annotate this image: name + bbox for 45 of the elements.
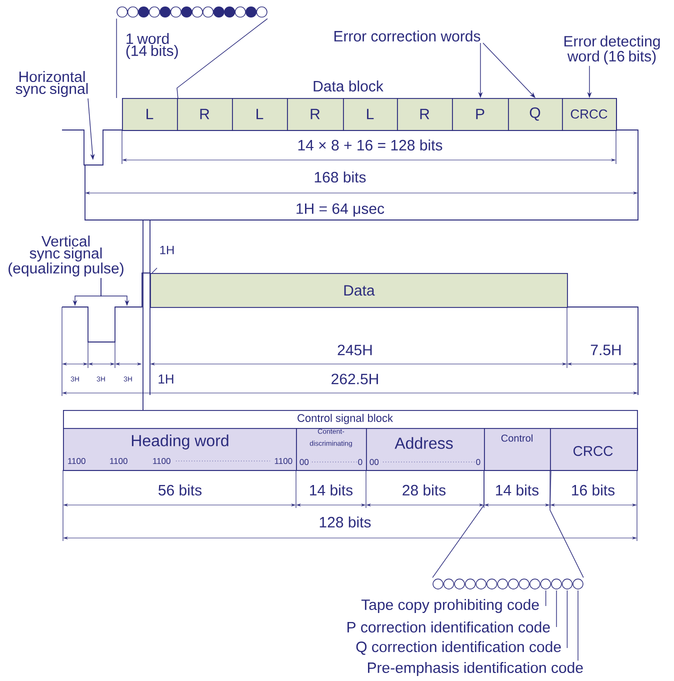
field-cell: R <box>397 98 453 131</box>
callout-text: Q correction identification code <box>356 641 561 655</box>
callout-text: P correction identification code <box>348 622 550 632</box>
callout-text: Error detecting word (16 bits) <box>564 36 660 64</box>
callout-text: Horizontal sync signal <box>16 71 88 97</box>
leader-line <box>545 590 546 606</box>
dimension-label: 7.5H <box>588 343 624 357</box>
dimension-label: 262.5H <box>329 372 381 386</box>
field-cell: L <box>343 98 398 131</box>
field-cell: L <box>122 98 178 131</box>
leader-line <box>556 590 557 628</box>
caption-text: 1 word (14 bits) <box>126 33 178 59</box>
field-cell: R <box>287 98 344 131</box>
leader-line <box>566 590 568 648</box>
node-label: Data block <box>314 80 384 92</box>
dimension-label: 14 × 8 + 16 = 128 bits <box>296 138 444 152</box>
bit-row-drawing <box>116 6 268 18</box>
dimension-label: 1H <box>156 373 176 385</box>
callout-text: Pre-emphasis identification code <box>368 662 583 676</box>
callout-text: Tape copy prohibiting code <box>361 599 539 613</box>
field-cell: CRCC <box>562 98 617 131</box>
field-cell: R <box>177 98 233 131</box>
dimension-label: 14 bits <box>307 483 355 497</box>
expansion-line <box>116 18 268 98</box>
field-cell: P <box>452 98 509 131</box>
dimension-label: 1H <box>158 244 176 256</box>
field-cell: CRCC <box>550 428 638 471</box>
field-cell: Q <box>508 98 563 131</box>
field-cell: L <box>232 98 288 131</box>
dimension-label: 245H <box>336 343 374 357</box>
arrow <box>482 42 536 98</box>
callout-text: Vertical sync signal (equalizing pulse) <box>8 236 124 276</box>
field-cell: Control <box>484 428 551 471</box>
data-box: Data <box>150 273 568 308</box>
dimension-label: 16 bits <box>569 483 617 497</box>
callout-text: Error correction words <box>334 30 480 42</box>
dimension-label: 168 bits <box>312 170 368 184</box>
dimension-label: 14 bits <box>493 483 541 497</box>
dimension-label: 1H = 64 μsec <box>294 202 386 218</box>
bit-row-drawing <box>432 578 584 590</box>
dimension-label: 56 bits <box>156 483 204 497</box>
field-cell: Address 00 0 <box>366 428 485 471</box>
dimension-label: 128 bits <box>317 515 373 530</box>
expansion-line <box>432 470 584 578</box>
dimension-label: 28 bits <box>400 483 448 497</box>
